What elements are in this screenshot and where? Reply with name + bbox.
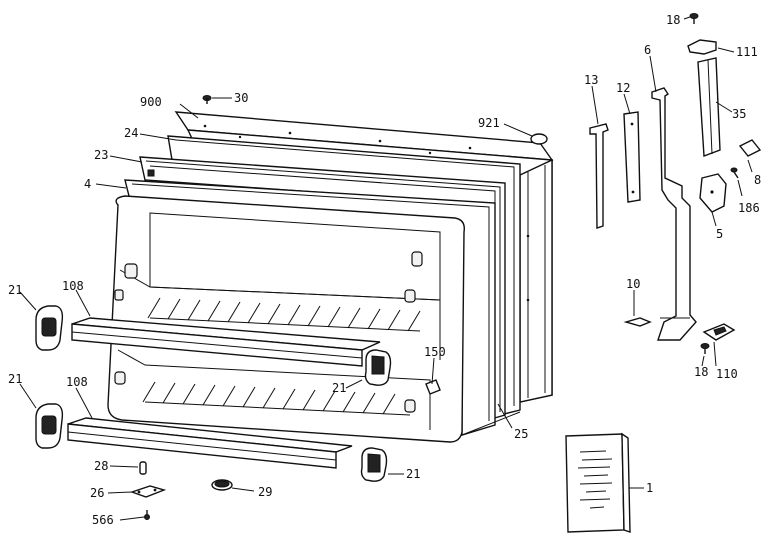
screw-30	[202, 95, 212, 104]
label-21-left-upper: 21	[8, 283, 22, 297]
label-30: 30	[234, 91, 248, 105]
part-labels: 18 111 900 30 921 24 13 12 6 35 23 4 8 1…	[8, 13, 761, 527]
screw-18-top	[689, 13, 699, 24]
label-5: 5	[716, 227, 723, 241]
door-shelf-bar-upper	[71, 317, 381, 367]
label-21-right-upper: 21	[332, 381, 346, 395]
label-900: 900	[140, 95, 162, 109]
pad-10	[623, 317, 652, 327]
label-6: 6	[644, 43, 651, 57]
label-566: 566	[92, 513, 114, 527]
label-21-right-lower: 21	[406, 467, 420, 481]
label-13: 13	[584, 73, 598, 87]
label-29: 29	[258, 485, 272, 499]
outer-door-panel	[174, 111, 554, 403]
label-8: 8	[754, 173, 761, 187]
label-186: 186	[738, 201, 760, 215]
screw-566	[144, 510, 150, 520]
pin-28	[139, 461, 147, 475]
label-1: 1	[646, 481, 653, 495]
door-shelf-bar-lower	[67, 417, 353, 469]
label-150: 150	[424, 345, 446, 359]
label-35: 35	[732, 107, 746, 121]
hinge-plate-26	[129, 485, 167, 498]
leader-lines	[19, 16, 753, 521]
label-24: 24	[124, 126, 138, 140]
label-108-lower: 108	[66, 375, 88, 389]
label-12: 12	[616, 81, 630, 95]
label-10: 10	[626, 277, 640, 291]
screw-18-bottom	[700, 343, 710, 354]
shelf-end-cap-left-upper	[35, 305, 64, 351]
label-921: 921	[478, 116, 500, 130]
label-18-bottom: 18	[694, 365, 708, 379]
cap-111	[687, 39, 717, 55]
label-25: 25	[514, 427, 528, 441]
label-26: 26	[90, 486, 104, 500]
label-108-upper: 108	[62, 279, 84, 293]
label-21-left-lower: 21	[8, 372, 22, 386]
shelf-end-cap-right-upper	[364, 349, 392, 386]
label-23: 23	[94, 148, 108, 162]
bracket-13	[589, 123, 609, 229]
screw-186	[730, 167, 739, 179]
inner-door-liner	[107, 195, 465, 443]
bracket-5	[699, 173, 727, 213]
hinge-arm-6	[651, 87, 697, 341]
channel-35	[697, 57, 721, 157]
shelf-end-cap-left-lower	[35, 403, 64, 449]
label-4: 4	[84, 177, 91, 191]
label-28: 28	[94, 459, 108, 473]
label-110: 110	[716, 367, 738, 381]
shim-8	[738, 139, 762, 157]
hinge-cover-110	[702, 323, 736, 341]
owners-manual-booklet	[565, 432, 631, 533]
plug-29	[211, 479, 233, 491]
label-18-top: 18	[666, 13, 680, 27]
door-gasket-frames	[124, 135, 521, 436]
label-111: 111	[736, 45, 758, 59]
strip-12	[623, 111, 641, 203]
shelf-end-cap-right-lower	[360, 447, 388, 482]
